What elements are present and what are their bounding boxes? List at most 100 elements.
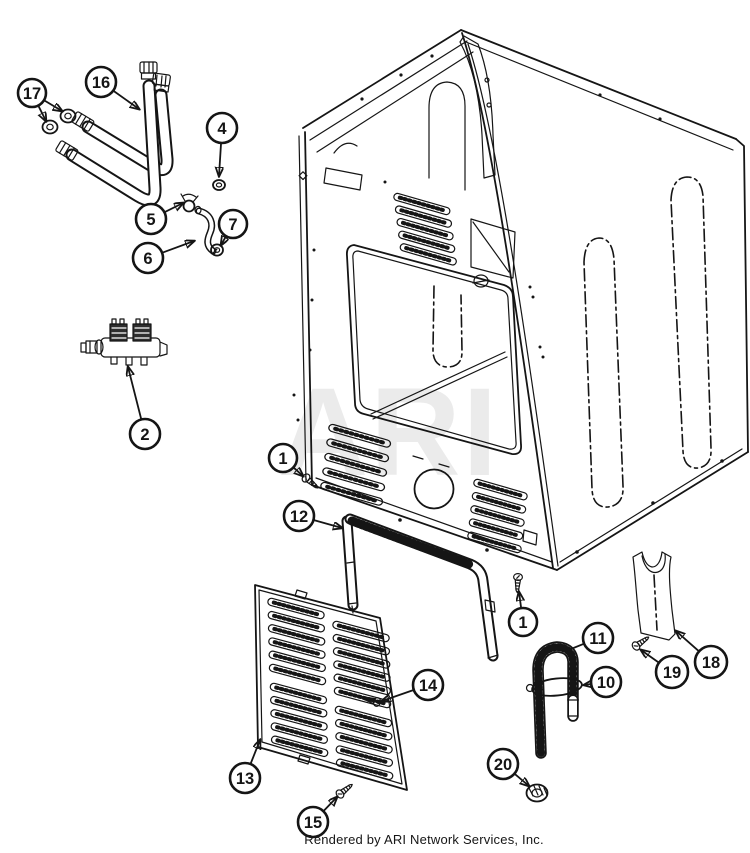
callout-number: 1 [518, 614, 527, 632]
callout-number: 18 [702, 654, 720, 672]
callout-number: 11 [589, 630, 606, 648]
hose-coupling [55, 111, 95, 161]
callout-circle[interactable] [84, 65, 118, 99]
callout-2[interactable]: 2 [128, 367, 162, 451]
callout-6[interactable]: 6 [131, 241, 194, 275]
callout-number: 15 [304, 814, 322, 832]
callout-circle[interactable] [486, 747, 520, 781]
callout-leader [249, 740, 260, 765]
bracket-screw [630, 632, 652, 653]
injector-tube [194, 205, 218, 255]
callout-circle[interactable] [131, 241, 165, 275]
callout-leader [565, 643, 585, 652]
callout-leader [128, 367, 142, 420]
callout-leader [641, 650, 660, 664]
callout-number: 7 [228, 216, 237, 234]
callout-20[interactable]: 20 [486, 747, 529, 786]
callout-number: 10 [597, 674, 615, 692]
drain-hose [532, 641, 579, 759]
fill-hoses [55, 61, 174, 207]
callout-13[interactable]: 13 [228, 740, 262, 795]
callout-leader [519, 592, 521, 609]
callout-circle[interactable] [282, 499, 316, 533]
callout-leader [221, 237, 226, 245]
louvered-access-panel [254, 584, 408, 791]
callout-1[interactable]: 1 [507, 592, 539, 638]
callout-number: 6 [143, 250, 152, 268]
callout-leader [584, 684, 590, 685]
callout-14[interactable]: 14 [382, 668, 445, 702]
callout-19[interactable]: 19 [641, 650, 690, 690]
callout-circle[interactable] [411, 668, 445, 702]
cord-hole [413, 468, 455, 510]
hose-clamp-wire [525, 677, 583, 697]
callout-17[interactable]: 17 [16, 77, 62, 121]
callout-number: 5 [146, 211, 155, 229]
callout-circle[interactable] [589, 665, 623, 699]
water-valve [80, 318, 168, 366]
callout-leader [164, 203, 183, 213]
shipping-brace [632, 551, 676, 641]
callout-15[interactable]: 15 [296, 797, 337, 839]
callout-5[interactable]: 5 [134, 202, 183, 236]
rear-panel-opening [345, 244, 522, 455]
callout-circle[interactable] [654, 654, 690, 690]
callout-number: 4 [217, 120, 227, 138]
callout-10[interactable]: 10 [584, 665, 623, 699]
callout-18[interactable]: 18 [676, 631, 729, 680]
callout-leader [676, 631, 700, 652]
panel-trim-frame [341, 513, 499, 662]
callout-number: 12 [290, 508, 308, 526]
callout-number: 1 [278, 450, 287, 468]
callout-layer: 17 16 4 5 6 7 2 1 12 1 13 14 15 11 10 18 19 20 [16, 65, 729, 839]
callout-circle[interactable] [581, 621, 615, 655]
callout-circle[interactable] [16, 77, 48, 109]
callout-leader [113, 90, 139, 109]
callout-leader [219, 143, 221, 176]
callout-12[interactable]: 12 [282, 499, 342, 533]
callout-1[interactable]: 1 [267, 442, 303, 476]
callout-circle[interactable] [267, 442, 299, 474]
vent-louvers-upper [391, 190, 460, 268]
callout-circle[interactable] [228, 761, 262, 795]
callout-leader [323, 797, 337, 812]
callout-leader [39, 105, 46, 121]
callout-circle[interactable] [205, 111, 239, 145]
hose-coupling [139, 61, 171, 93]
callout-leader [514, 773, 529, 786]
callout-16[interactable]: 16 [84, 65, 139, 109]
callout-leader [382, 689, 414, 701]
callout-leader [313, 519, 342, 528]
serial-label [323, 167, 363, 191]
render-credit: Rendered by ARI Network Services, Inc. [304, 832, 544, 847]
callout-11[interactable]: 11 [565, 621, 615, 655]
cabinet-assembly [292, 29, 749, 571]
callout-circle[interactable] [128, 417, 162, 451]
cabinet-screw [512, 572, 524, 594]
grommet-ring [212, 179, 226, 191]
callout-number: 16 [92, 74, 110, 92]
callout-leader [162, 241, 194, 254]
callout-circle[interactable] [296, 805, 330, 839]
ari-watermark: ARI [278, 363, 499, 502]
callout-number: 13 [236, 770, 254, 788]
callout-number: 17 [23, 85, 41, 103]
side-panel-emboss [670, 176, 712, 469]
callout-number: 2 [140, 426, 149, 444]
callout-circle[interactable] [693, 644, 729, 680]
hose-washers [41, 108, 77, 135]
callout-number: 20 [494, 756, 512, 774]
callout-circle[interactable] [507, 606, 539, 638]
side-panel-emboss [583, 237, 624, 508]
callout-number: 14 [419, 677, 438, 695]
callout-7[interactable]: 7 [217, 208, 249, 245]
callout-4[interactable]: 4 [205, 111, 239, 176]
callout-leader [294, 468, 303, 476]
rear-access-opening [470, 218, 516, 279]
callout-circle[interactable] [134, 202, 168, 236]
callout-leader [43, 99, 62, 111]
pressure-clamp [525, 783, 549, 803]
callout-circle[interactable] [217, 208, 249, 240]
